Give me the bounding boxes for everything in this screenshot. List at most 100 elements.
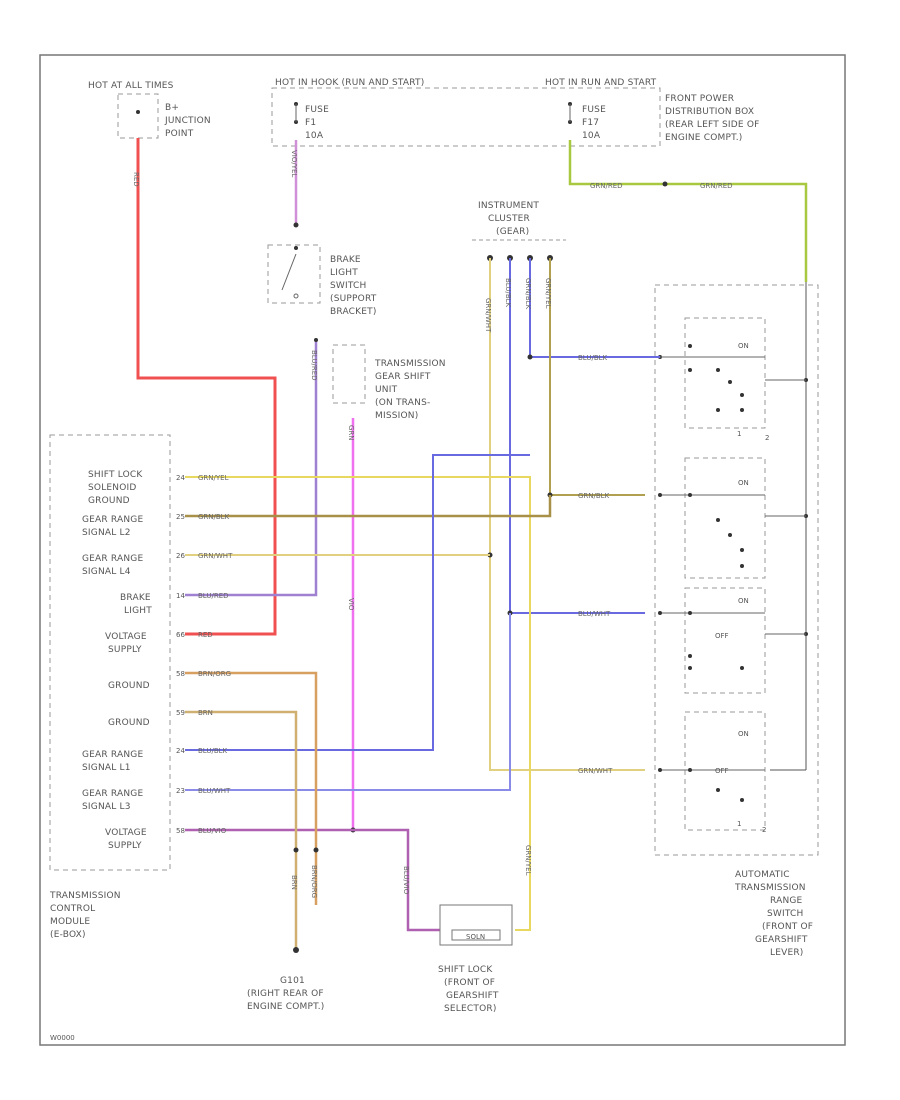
svg-text:SHIFT LOCK: SHIFT LOCK bbox=[438, 965, 493, 975]
svg-text:SOLN: SOLN bbox=[466, 933, 485, 941]
svg-text:MISSION): MISSION) bbox=[375, 411, 418, 421]
svg-text:(E-BOX): (E-BOX) bbox=[50, 930, 86, 940]
svg-text:23: 23 bbox=[176, 787, 185, 795]
svg-text:TRANSMISSION: TRANSMISSION bbox=[374, 359, 446, 369]
wire-red-label: RED bbox=[132, 172, 140, 187]
svg-text:BLU/WHT: BLU/WHT bbox=[198, 787, 231, 795]
svg-text:SIGNAL L4: SIGNAL L4 bbox=[82, 567, 131, 577]
svg-text:(REAR LEFT SIDE OF: (REAR LEFT SIDE OF bbox=[665, 120, 760, 130]
fuse-f17-amps: 10A bbox=[582, 131, 601, 141]
svg-text:BRAKE: BRAKE bbox=[330, 255, 361, 265]
svg-text:BLU/RED: BLU/RED bbox=[198, 592, 229, 600]
svg-text:CLUSTER: CLUSTER bbox=[488, 214, 530, 224]
fuse-f1-id: F1 bbox=[305, 118, 316, 128]
svg-text:SIGNAL L1: SIGNAL L1 bbox=[82, 763, 131, 773]
svg-text:TRANSMISSION: TRANSMISSION bbox=[49, 891, 121, 901]
wire-grn-red bbox=[568, 140, 808, 282]
svg-text:GEAR RANGE: GEAR RANGE bbox=[82, 554, 143, 564]
wire-vio-label: VIO bbox=[347, 598, 355, 611]
svg-text:ON: ON bbox=[738, 479, 749, 487]
junction-line-1: B+ bbox=[165, 103, 179, 113]
svg-text:24: 24 bbox=[176, 747, 185, 755]
svg-text:SELECTOR): SELECTOR) bbox=[444, 1004, 497, 1014]
svg-text:DISTRIBUTION BOX: DISTRIBUTION BOX bbox=[665, 107, 754, 117]
wire-gear-l3 bbox=[185, 613, 511, 791]
svg-text:26: 26 bbox=[176, 552, 185, 560]
wire-shiftlock-out-label: GRN/YEL bbox=[524, 845, 532, 876]
svg-text:ENGINE COMPT.): ENGINE COMPT.) bbox=[665, 133, 743, 143]
svg-text:ENGINE COMPT.): ENGINE COMPT.) bbox=[247, 1002, 325, 1012]
tcm-pin-3: BRAKE LIGHT 14 BLU/RED bbox=[120, 592, 229, 616]
tcm-pin-2: GEAR RANGE SIGNAL L4 26 GRN/WHT bbox=[82, 552, 233, 577]
svg-text:24: 24 bbox=[176, 474, 185, 482]
svg-text:SWITCH: SWITCH bbox=[330, 281, 367, 291]
svg-text:GEAR RANGE: GEAR RANGE bbox=[82, 750, 143, 760]
hot-at-all-times-block: HOT AT ALL TIMES B+ JUNCTION POINT bbox=[88, 81, 211, 139]
tcm-pin-8: GEAR RANGE SIGNAL L3 23 BLU/WHT bbox=[82, 787, 231, 812]
svg-text:SHIFT LOCK: SHIFT LOCK bbox=[88, 470, 143, 480]
ground-g101: G101 (RIGHT REAR OF ENGINE COMPT.) bbox=[247, 976, 325, 1012]
tcm-pin-6: GROUND 59 BRN bbox=[108, 709, 213, 728]
junction-line-3: POINT bbox=[165, 129, 194, 139]
svg-text:GROUND: GROUND bbox=[88, 496, 130, 506]
tcm-pin-9: VOLTAGE SUPPLY 58 BLU/VIO bbox=[105, 827, 227, 851]
tcm-pin-1: GEAR RANGE SIGNAL L2 25 GRN/BLK bbox=[82, 513, 230, 538]
svg-text:58: 58 bbox=[176, 827, 185, 835]
wire-blu-vio-label: BLU/VIO bbox=[402, 866, 410, 895]
wire-grn-red-label-2: GRN/RED bbox=[700, 182, 733, 190]
svg-text:GEAR RANGE: GEAR RANGE bbox=[82, 789, 143, 799]
svg-text:GEARSHIFT: GEARSHIFT bbox=[755, 935, 808, 945]
svg-text:OFF: OFF bbox=[715, 767, 729, 775]
svg-text:SIGNAL L3: SIGNAL L3 bbox=[82, 802, 131, 812]
svg-text:ON: ON bbox=[738, 730, 749, 738]
svg-text:BRN: BRN bbox=[198, 709, 213, 717]
wire-gear-l2 bbox=[185, 495, 552, 518]
svg-text:LIGHT: LIGHT bbox=[124, 606, 152, 616]
svg-text:RED: RED bbox=[198, 631, 213, 639]
svg-text:2: 2 bbox=[765, 434, 769, 442]
svg-text:BLU/BLK: BLU/BLK bbox=[504, 278, 512, 308]
svg-text:GRN/YEL: GRN/YEL bbox=[544, 278, 552, 309]
transmission-control-module: TRANSMISSION CONTROL MODULE (E-BOX) SHIF… bbox=[49, 434, 233, 940]
svg-text:BRACKET): BRACKET) bbox=[330, 307, 377, 317]
range-switch-2: ON bbox=[658, 457, 808, 579]
hot-in-run-label-2: HOT IN RUN AND START bbox=[545, 78, 657, 88]
svg-text:58: 58 bbox=[176, 670, 185, 678]
wire-cluster-grn-yel bbox=[549, 258, 645, 496]
svg-text:G101: G101 bbox=[280, 976, 305, 986]
svg-text:(FRONT OF: (FRONT OF bbox=[444, 978, 495, 988]
brake-light-switch: BRAKE LIGHT SWITCH (SUPPORT BRACKET) bbox=[267, 244, 377, 317]
svg-text:UNIT: UNIT bbox=[375, 385, 398, 395]
svg-text:SUPPLY: SUPPLY bbox=[108, 645, 142, 655]
svg-text:2: 2 bbox=[762, 826, 766, 834]
auto-trans-range-switch: ON 1 2 ON O bbox=[645, 282, 819, 958]
svg-text:AUTOMATIC: AUTOMATIC bbox=[735, 870, 790, 880]
wire-blu-red bbox=[185, 340, 318, 597]
svg-text:LEVER): LEVER) bbox=[770, 948, 804, 958]
wire-shift-lock-gnd bbox=[185, 476, 531, 931]
svg-text:BRN/ORG: BRN/ORG bbox=[198, 670, 231, 678]
svg-text:25: 25 bbox=[176, 513, 185, 521]
hot-at-all-times-label: HOT AT ALL TIMES bbox=[88, 81, 174, 91]
svg-text:GRN/YEL: GRN/YEL bbox=[198, 474, 229, 482]
fuse-f17: FUSE F17 10A bbox=[568, 102, 606, 141]
wire-gear-l1 bbox=[185, 454, 530, 751]
svg-text:14: 14 bbox=[176, 592, 185, 600]
diagram-frame bbox=[39, 54, 846, 1046]
wire-red bbox=[136, 138, 277, 636]
wire-cluster-grn-wht bbox=[489, 258, 645, 771]
diagram-ref: W0000 bbox=[50, 1034, 75, 1042]
svg-text:GRN/WHT: GRN/WHT bbox=[198, 552, 233, 560]
svg-text:(RIGHT REAR OF: (RIGHT REAR OF bbox=[247, 989, 324, 999]
svg-text:(ON TRANS-: (ON TRANS- bbox=[375, 398, 430, 408]
svg-text:CONTROL: CONTROL bbox=[50, 904, 95, 914]
fuse-f1: FUSE F1 10A bbox=[294, 102, 329, 141]
svg-text:BLU/WHT: BLU/WHT bbox=[578, 610, 611, 618]
wire-vio-yel-label: VIO/YEL bbox=[290, 150, 298, 177]
svg-text:66: 66 bbox=[176, 631, 185, 639]
svg-text:BRN: BRN bbox=[290, 875, 298, 890]
shift-lock-solenoid: SOLN SHIFT LOCK (FRONT OF GEARSHIFT SELE… bbox=[438, 904, 513, 1014]
svg-text:1: 1 bbox=[737, 820, 741, 828]
svg-text:FRONT POWER: FRONT POWER bbox=[665, 94, 734, 104]
range-switch-1: ON 1 2 bbox=[645, 317, 808, 442]
